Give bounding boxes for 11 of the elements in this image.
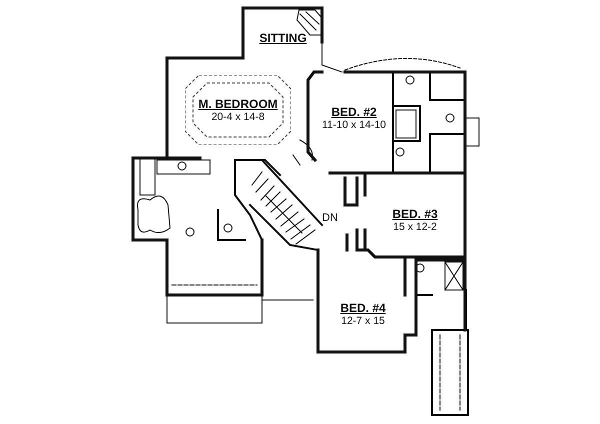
room-dimensions: 12-7 x 15 — [341, 314, 385, 328]
room-name: BED. #4 — [340, 300, 386, 314]
room-dimensions: 20-4 x 14-8 — [211, 110, 265, 124]
room-name: BED. #3 — [392, 206, 438, 220]
room-name: SITTING — [259, 31, 307, 45]
room-name: M. BEDROOM — [198, 96, 278, 110]
tray-ceiling-outline — [185, 75, 291, 145]
room-dimensions: 11-10 x 14-10 — [322, 118, 386, 132]
room-name: BED. #2 — [331, 104, 377, 118]
room-dimensions: 15 x 12-2 — [393, 220, 437, 234]
stair-direction-label: DN — [322, 212, 338, 224]
